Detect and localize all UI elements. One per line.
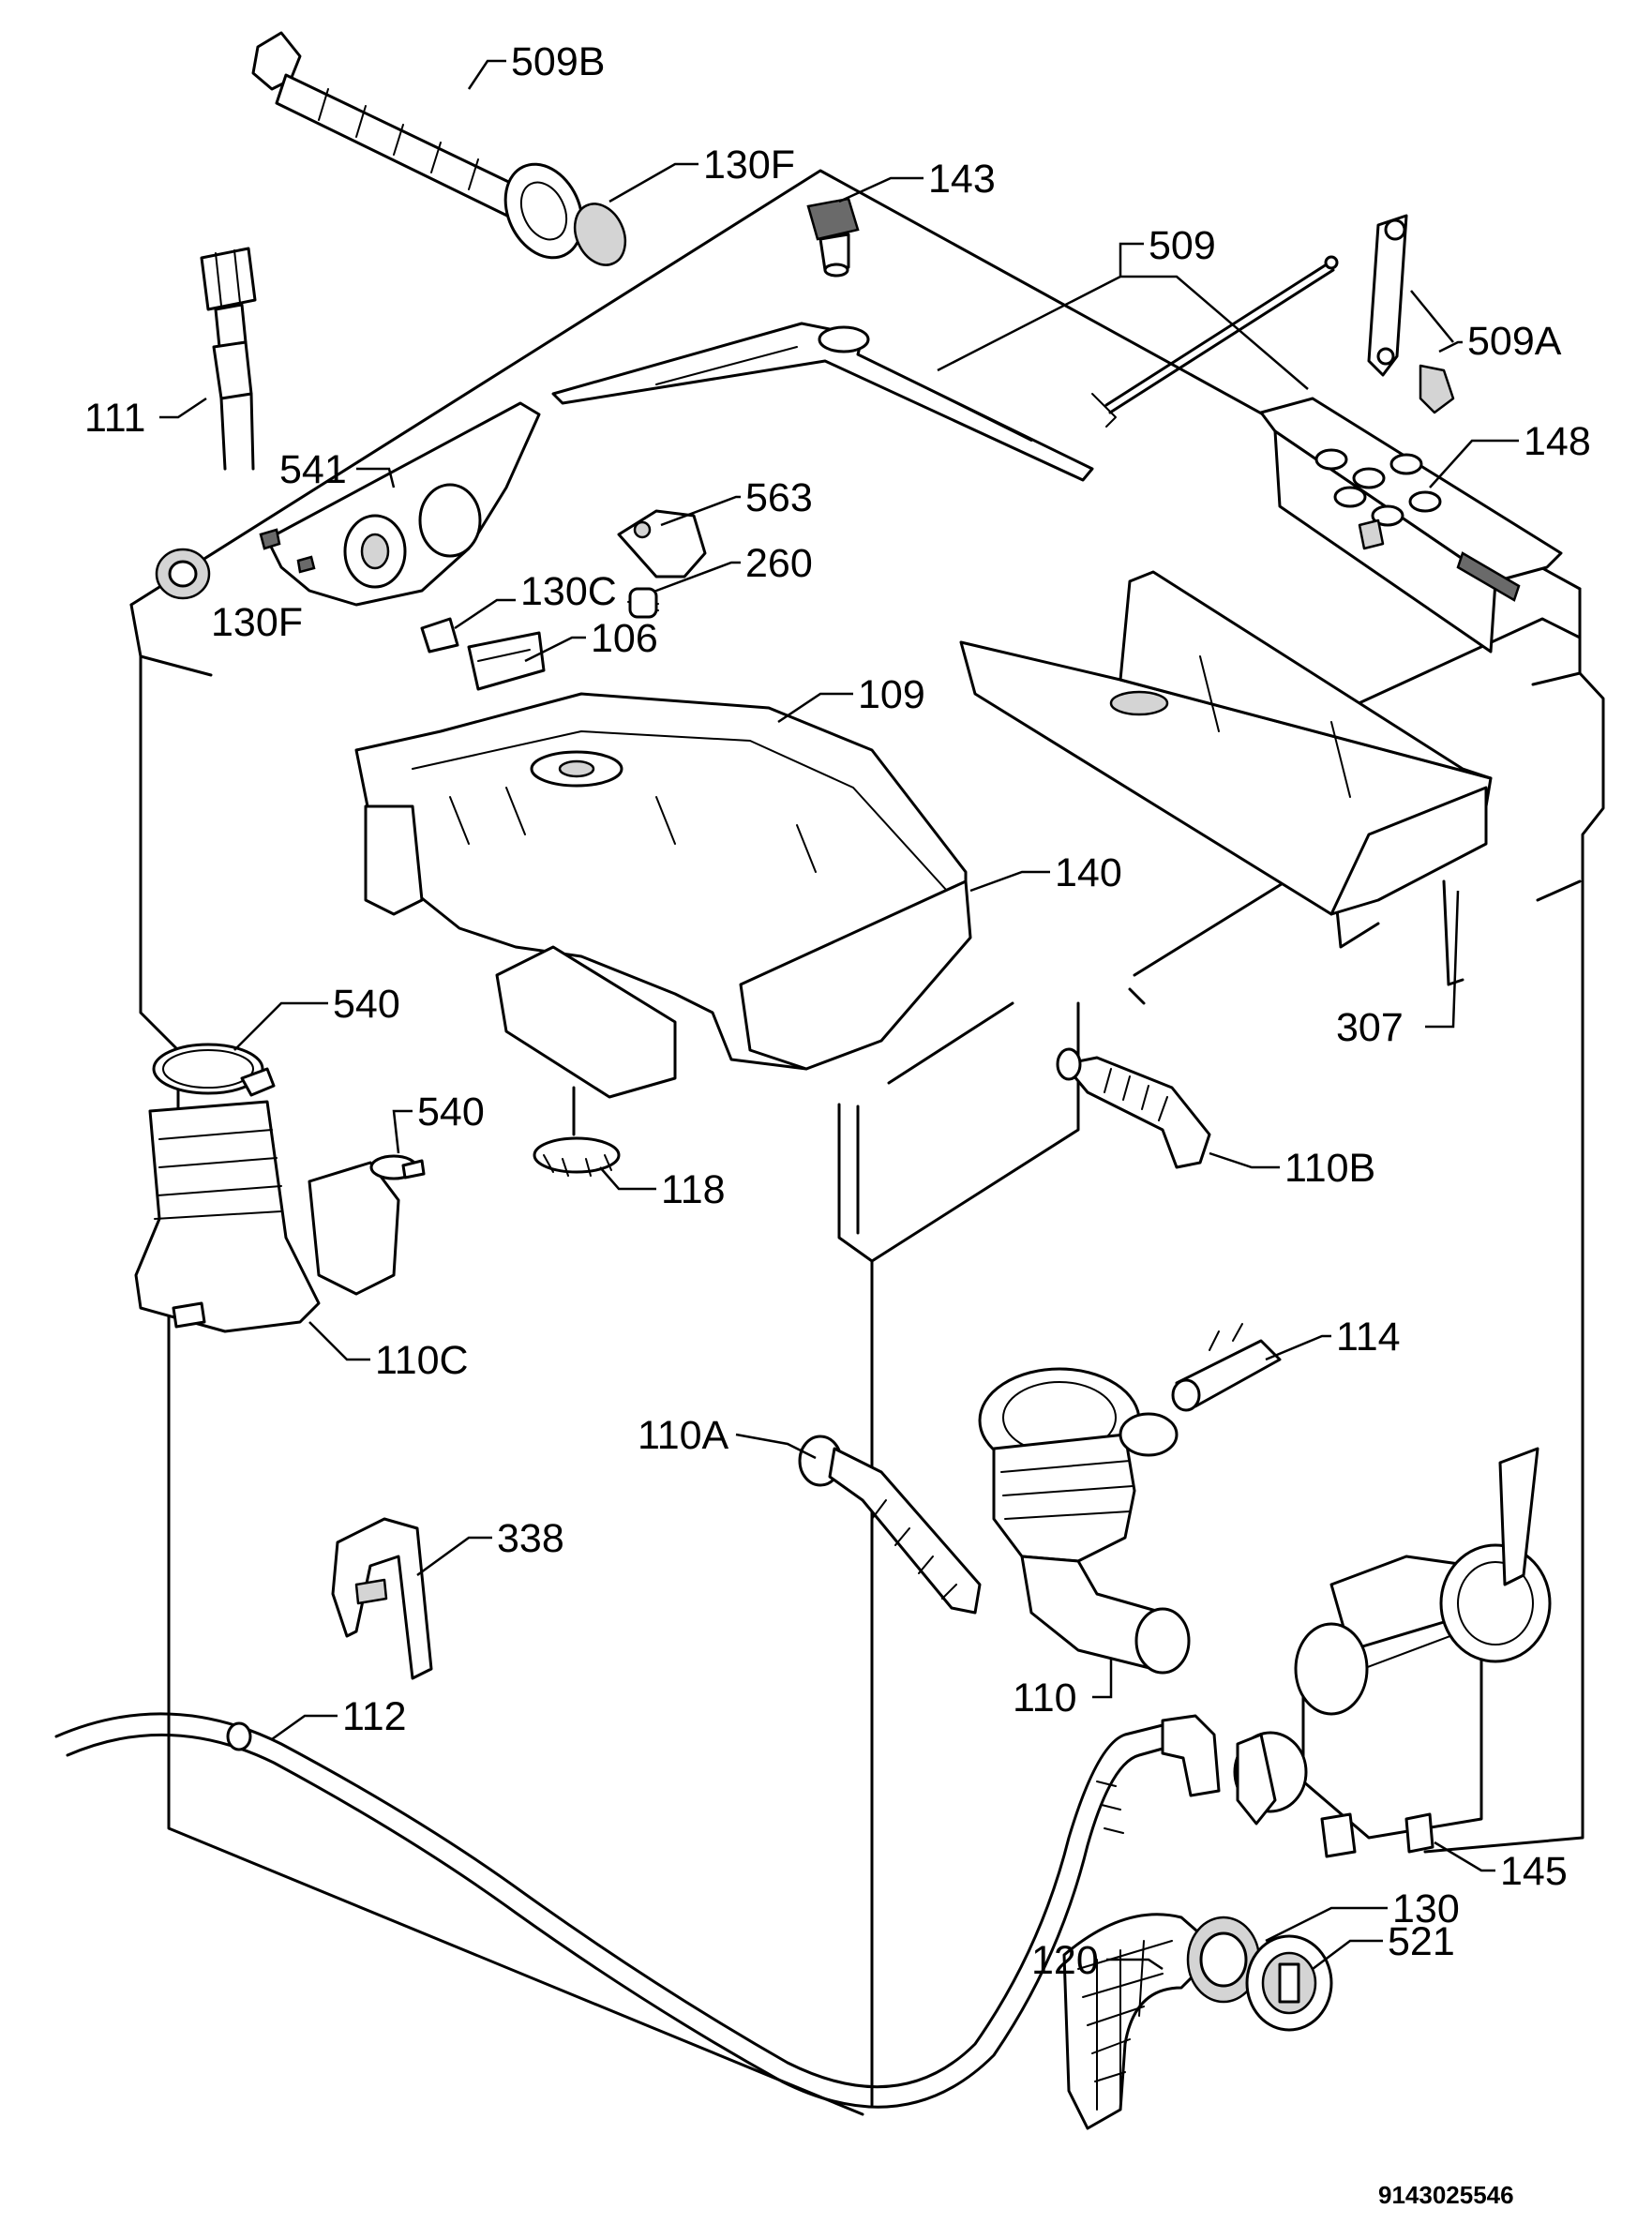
callout-563: 563 (745, 475, 813, 520)
panel-541 (259, 401, 541, 607)
callout-338: 338 (497, 1516, 564, 1561)
callout-111: 111 (84, 396, 145, 441)
callout-118: 118 (661, 1167, 726, 1212)
washer-130f-left (155, 548, 211, 600)
inlet-hose-111 (200, 247, 257, 471)
drain-hose-112 (54, 1712, 1221, 2109)
callout-143: 143 (928, 157, 996, 202)
hose-110a (798, 1435, 982, 1615)
pump-145 (1233, 1447, 1552, 1858)
callout-109: 109 (858, 672, 925, 717)
spring-260 (627, 587, 659, 619)
callout-509: 509 (1149, 223, 1216, 268)
document-code: 9143025546 (1378, 2181, 1514, 2209)
knob-143 (806, 197, 860, 278)
callout-260: 260 (745, 541, 813, 586)
drain-bellows-110 (978, 1367, 1191, 1675)
callout-540-mid: 540 (417, 1089, 485, 1135)
callout-labels: 509B 130F 143 509 509A 111 541 148 563 2… (84, 39, 1591, 2209)
callout-145: 145 (1500, 1849, 1568, 1894)
callout-307: 307 (1336, 1005, 1404, 1050)
callout-140: 140 (1055, 850, 1122, 895)
seal-130-bottom (1186, 1916, 1261, 2004)
callout-541: 541 (279, 447, 347, 492)
washer-130c (420, 617, 459, 654)
clamp-540-mid (369, 1154, 426, 1180)
sump-hose-110c (134, 1100, 400, 1333)
cap-521 (1245, 1934, 1333, 2032)
cover-148 (1259, 397, 1563, 654)
callout-120: 120 (1031, 1938, 1099, 1983)
dispenser-housing-109 (354, 692, 972, 1099)
clip-106 (467, 631, 546, 691)
drawer-307 (959, 570, 1493, 916)
callout-509b: 509B (511, 39, 605, 84)
leader-lines (159, 59, 1519, 1971)
callout-110b: 110B (1284, 1146, 1375, 1191)
callout-540-top: 540 (333, 982, 400, 1027)
callout-130f-top: 130F (703, 143, 795, 188)
callout-112: 112 (342, 1694, 407, 1739)
hose-110b (1056, 1047, 1211, 1169)
filter-120 (1062, 1913, 1221, 2130)
lever-509a (1367, 214, 1455, 414)
callout-130c: 130C (520, 569, 617, 614)
callout-130f-left: 130F (211, 600, 303, 645)
callout-110: 110 (1013, 1675, 1077, 1721)
callout-509a: 509A (1467, 319, 1562, 364)
clamp-540-top (152, 1043, 276, 1097)
callout-148: 148 (1524, 419, 1591, 464)
inlet-hose-509b (251, 31, 627, 266)
connector-114 (1171, 1323, 1282, 1412)
impeller-118 (533, 1086, 621, 1177)
callout-114: 114 (1336, 1315, 1401, 1360)
cam-563 (617, 509, 707, 579)
callout-521: 521 (1388, 1919, 1455, 1964)
callout-130: 130 (1392, 1886, 1460, 1931)
rod-509 (1091, 255, 1339, 428)
callout-106: 106 (591, 616, 658, 661)
callout-110c: 110C (375, 1338, 469, 1383)
u-clip-338 (331, 1517, 433, 1680)
callout-110a: 110A (638, 1413, 729, 1458)
lever-509 (551, 322, 1094, 482)
